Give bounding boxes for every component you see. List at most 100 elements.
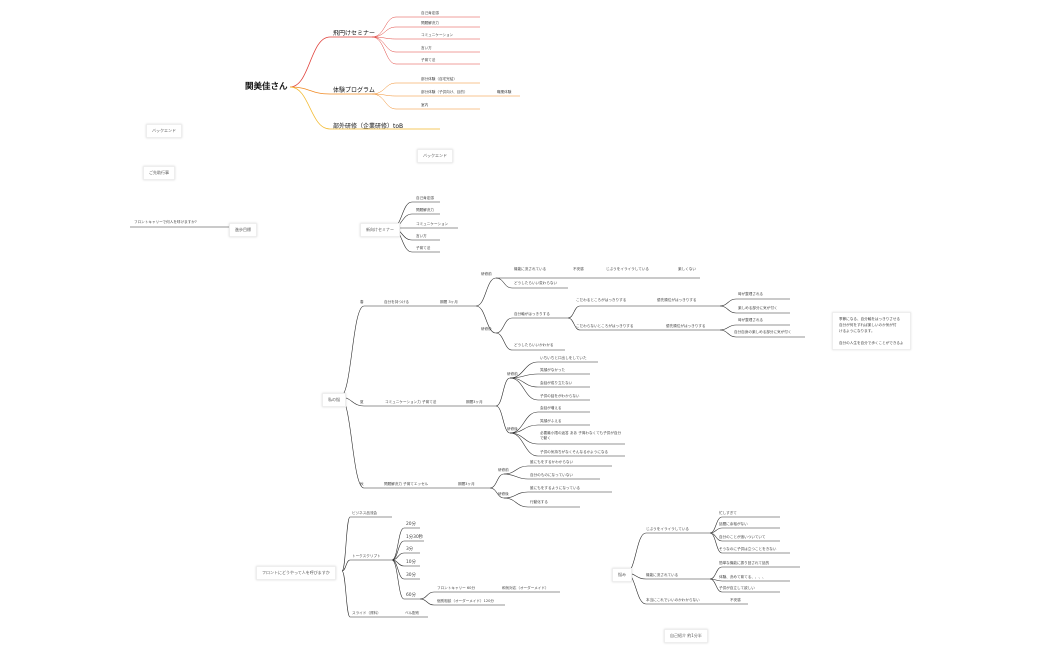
mindmap2-item[interactable]: 問題解決力 (416, 208, 434, 212)
mindmap5-branch[interactable]: じぶうをイライラしている (646, 527, 690, 531)
mindmap5-node[interactable]: 忙しすぎて (719, 511, 737, 515)
mindmap3-season[interactable]: 夏 (360, 400, 364, 404)
mindmap3-node[interactable]: 笑顔がふえる (540, 419, 562, 423)
mindmap3-node[interactable]: 自分軸がはっきりする (514, 312, 550, 316)
mindmap3-theme[interactable]: 問題解決力 子育てエッセル (384, 482, 429, 486)
mindmap3-after-label[interactable]: 研修後 (498, 492, 509, 496)
mindmap4-time[interactable]: 60分 (406, 593, 416, 598)
mindmap5-node[interactable]: 自分のことが追いついていて (719, 535, 766, 539)
mindmap5-node[interactable]: そうなのに子供は立つことをきない (719, 547, 777, 551)
self-intro-time-box[interactable]: 自己紹介 約1分半 (664, 629, 708, 643)
mindmap4-node[interactable]: ベル配布 (405, 611, 420, 615)
mindmap4-node[interactable]: フロントキャリー 60分 (437, 586, 476, 590)
mindmap2-item[interactable]: 子育て法 (416, 246, 431, 250)
mindmap3-node[interactable]: 必要最小限の返答 ああ 子育わなくても子供が自分で動く (540, 431, 622, 440)
mindmap4-branch[interactable]: トークスクリプト (352, 554, 381, 558)
mindmap1-seminar-item[interactable]: 問題解決力 (421, 21, 439, 25)
goal-float-box[interactable]: 進歩目標 (229, 223, 257, 237)
mindmap3-before-label[interactable]: 研修前 (498, 468, 509, 472)
mindmap4-time[interactable]: 20分 (406, 522, 416, 527)
mindmap5-branch[interactable]: 本当にこれでいいのかわからない (646, 598, 700, 602)
mindmap3-root[interactable]: 私の悩 (322, 393, 346, 407)
mindmap3-season[interactable]: 秋 (360, 482, 364, 486)
mindmap1-branch-program[interactable]: 体験プログラム (333, 87, 375, 94)
backend-float-box[interactable]: バックエンド (417, 149, 453, 163)
mindmap3-node[interactable]: 誰にもをするようになっている (530, 486, 581, 490)
mindmap3-node[interactable]: 楽しめる部分に気が付く (738, 306, 778, 310)
mindmap3-node[interactable]: 会話が成り立たない (540, 381, 573, 385)
mindmap4-root[interactable]: フロントにどうやって人を呼びますか (256, 566, 336, 580)
mindmap5-node[interactable]: 不安感 (730, 598, 741, 602)
mindmap3-node[interactable]: こだわるところがはっきりする (576, 298, 627, 302)
mindmap3-node[interactable]: 会話が増える (540, 406, 562, 410)
mindmap3-node[interactable]: じぶうをイライラしている (606, 267, 650, 271)
note-line: 季節になる、自分軸をはっきりさせる (839, 317, 901, 321)
mindmap3-node[interactable]: 自分のものになっていない (530, 473, 573, 477)
mindmap4-time[interactable]: 1分30秒 (406, 535, 424, 540)
mindmap3-period[interactable]: 期間3ヶ月 (466, 400, 483, 404)
mindmap3-node[interactable]: 自分自身の楽しめる部分に気が付く (734, 330, 792, 334)
mindmap1-branch-seminar[interactable]: 飛円けセミナー (333, 30, 376, 37)
mindmap1-program-item[interactable]: 部分体験（子供向け、目的） (421, 90, 468, 94)
mindmap3-node[interactable]: 機能に流されている (514, 267, 547, 271)
mindmap3-node[interactable]: 行動化する (530, 500, 548, 504)
mindmap3-node[interactable]: どうしたらいい変わらない (514, 281, 558, 285)
mindmap3-period[interactable]: 期間 3ヶ月 (440, 300, 458, 304)
mindmap3-season[interactable]: 春 (360, 300, 364, 304)
mindmap5-node[interactable]: 子供が自立して欲しい (719, 586, 755, 590)
mindmap3-node[interactable]: 笑顔がなかった (540, 368, 566, 372)
mindmap3-node[interactable]: 誰にもをするかわからない (530, 460, 574, 464)
mindmap4-branch[interactable]: スライド（資料） (352, 611, 381, 615)
mindmap3-node[interactable]: 時が整理される (738, 318, 764, 322)
front-question-label[interactable]: フロントキャリーで何人を呼けますか? (134, 220, 197, 224)
mindmap3-after-label[interactable]: 研修後 (507, 427, 518, 431)
mindmap4-branch[interactable]: ビジネス品流会 (352, 511, 378, 515)
mindmap1-branch-training[interactable]: 部外研修（企業研修）toB (333, 123, 404, 130)
mindmap1-seminar-item[interactable]: 言い方 (421, 46, 432, 50)
mindmap3-after-label[interactable]: 研修後 (481, 327, 492, 331)
mindmap3-node[interactable]: いちいちと口出しをしていた (540, 356, 587, 360)
mindmap3-node[interactable]: 楽しくない (678, 267, 696, 271)
mindmap3-theme[interactable]: コミュニケーション力 子育て法 (385, 400, 437, 404)
mindmap3-theme[interactable]: 自分を持つける (384, 300, 410, 304)
mindmap1-program-item[interactable]: 室内 (421, 103, 429, 107)
mindmap2-root[interactable]: 新向けセミナー (360, 223, 400, 237)
mindmap5-node[interactable]: 簡単な機能に振り回されて話的 (719, 561, 770, 565)
mindmap3-before-label[interactable]: 研修前 (507, 372, 518, 376)
mindmap3-node[interactable]: 子供の気持ちがなくそんなるかようになる (540, 450, 609, 454)
mindmap2-item[interactable]: 自己肯定感 (416, 196, 434, 200)
mindmap1-root[interactable]: 関美佳さん (245, 82, 288, 92)
note-line: 自分の人生を自分で歩くことができるよ (839, 341, 904, 345)
mindmap3-node[interactable]: 子供の話をがわからない (540, 394, 580, 398)
mindmap4-time[interactable]: 10分 (406, 560, 416, 565)
mindmap4-time[interactable]: 30分 (406, 573, 416, 578)
mindmap3-node[interactable]: 優先順位がはっきりする (666, 324, 706, 328)
mindmap3-node[interactable]: 優先順位がはっきりする (657, 298, 697, 302)
mindmap3-note: 季節になる、自分軸をはっきりさせる 自分が何をすれば楽しいのか気が付 けるように… (832, 312, 911, 350)
mindmap5-branch[interactable]: 機能に流されている (646, 573, 679, 577)
mindmap3-period[interactable]: 期間3ヶ月 (458, 482, 475, 486)
mindmap3-node[interactable]: こだわらないところがはっきりする (576, 324, 634, 328)
backend-float-box[interactable]: バックエンド (146, 124, 182, 138)
mindmap4-edges (341, 516, 560, 618)
mindmap1-seminar-item[interactable]: 自己肯定感 (421, 11, 439, 15)
mindmap1-seminar-item[interactable]: 子育て法 (421, 58, 436, 62)
mindmap1-seminar-item[interactable]: コミュニケーション (421, 33, 454, 37)
mindmap1-program-item[interactable]: 部分体験（自宅完結） (421, 77, 457, 81)
mindmap2-item[interactable]: コミュニケーション (416, 222, 449, 226)
self-intro-float-box[interactable]: ご先助行事 (143, 166, 175, 180)
mindmap4-time[interactable]: 3分 (406, 547, 414, 552)
mindmap5-root[interactable]: 悩み (612, 568, 632, 582)
mindmap3-node[interactable]: 不安感 (573, 267, 584, 271)
note-line: 自分が何をすれば楽しいのか気が付 (839, 323, 897, 327)
mindmap5-node[interactable]: 体験、決めて育てる、、、、 (719, 575, 766, 579)
mindmap4-node[interactable]: 和気対応（オーダーメイド） (502, 586, 549, 590)
mindmap3-before-label[interactable]: 研修前 (481, 272, 492, 276)
mindmap2-item[interactable]: 言い方 (416, 234, 427, 238)
mindmap3-node[interactable]: どうしたらいいかわかる (514, 343, 554, 347)
mindmap3-node[interactable]: 時が整理される (738, 292, 764, 296)
mindmap2-edges (130, 201, 458, 253)
mindmap1-program-sub[interactable]: 職業体験 (497, 90, 512, 94)
mindmap4-node[interactable]: 個別相談（オーダーメイド）120分 (437, 599, 495, 603)
mindmap5-node[interactable]: 話聞に余裕がない (719, 522, 748, 526)
